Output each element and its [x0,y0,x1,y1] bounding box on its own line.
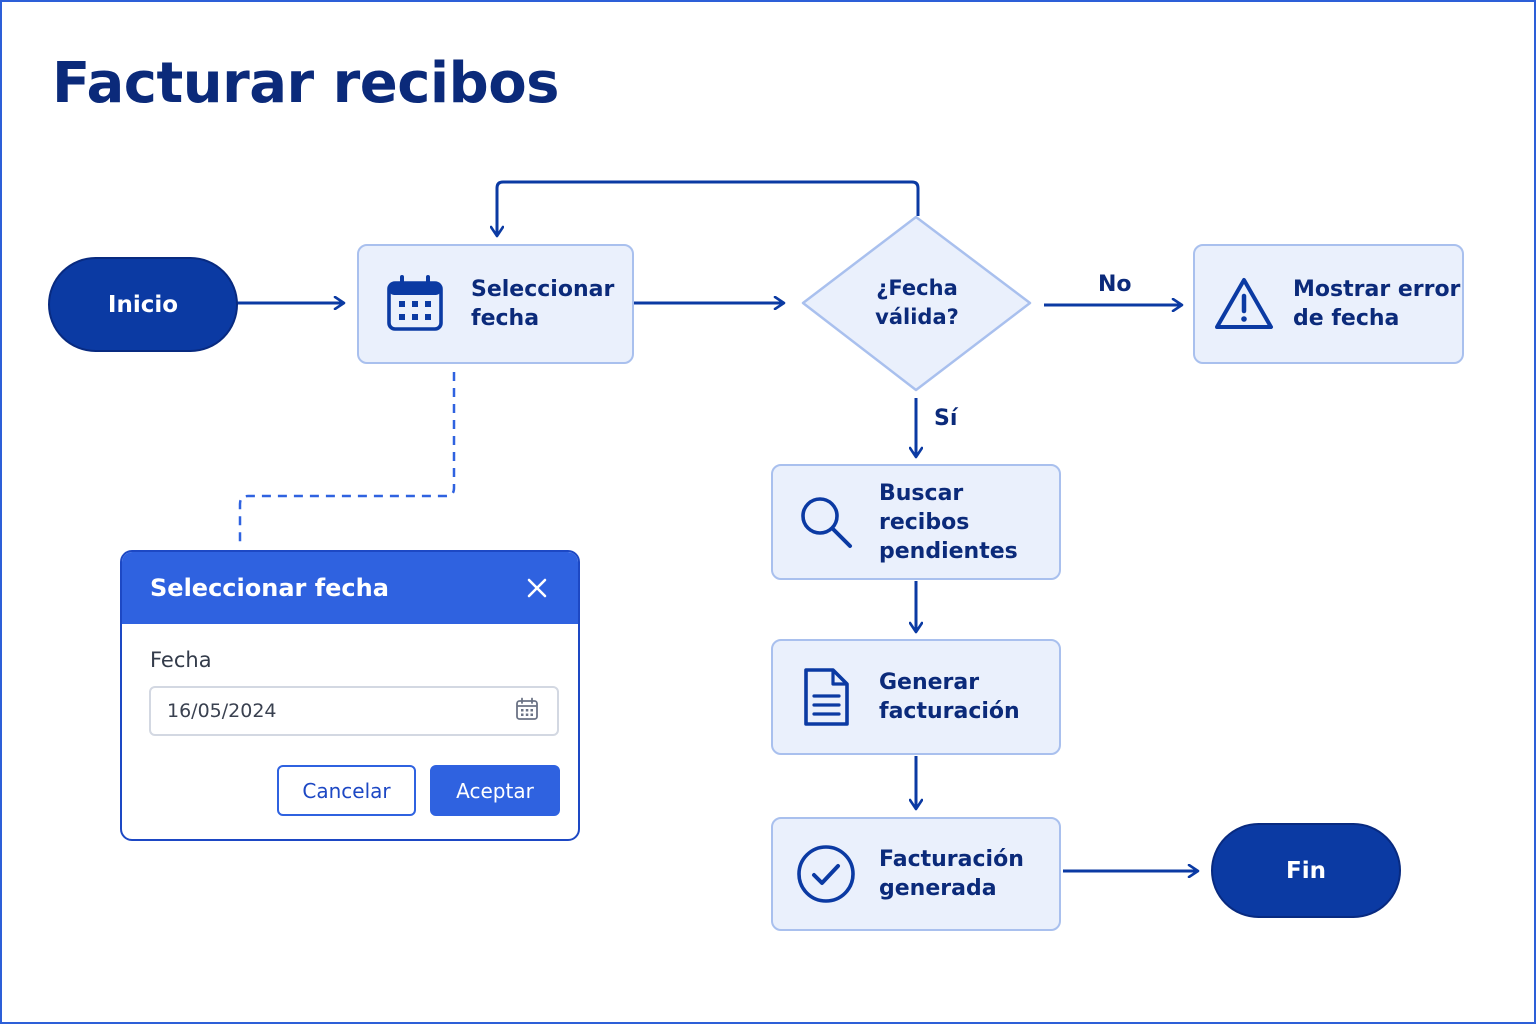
show-error-node: Mostrar error de fecha [1193,244,1464,364]
accept-button[interactable]: Aceptar [430,765,560,816]
document-icon [773,666,879,728]
generate-invoice-node: Generar facturación [771,639,1061,755]
warning-icon [1195,276,1293,332]
edge-label-si: Sí [934,406,958,431]
end-node-label: Fin [1286,857,1326,884]
cancel-button[interactable]: Cancelar [277,765,416,816]
dialog-header: Seleccionar fecha [122,552,578,624]
show-error-node-label: Mostrar error de fecha [1293,277,1461,331]
select-date-node: Seleccionar fecha [357,244,634,364]
date-dialog: Seleccionar fecha Fecha [120,550,580,841]
search-icon [773,493,879,551]
invoice-generated-node-label: Facturación generada [879,847,1024,901]
date-input[interactable] [167,700,467,722]
page-title: Facturar recibos [52,51,560,116]
generate-invoice-node-label: Generar facturación [879,670,1020,724]
edge-loop-back [497,180,920,236]
search-receipts-node-label: Buscar recibos pendientes [879,480,1018,564]
decision-diamond [801,215,1032,392]
search-receipts-node: Buscar recibos pendientes [771,464,1061,580]
date-field-label: Fecha [150,648,212,672]
select-date-node-label: Seleccionar fecha [471,277,615,331]
calendar-icon [359,274,471,334]
start-node: Inicio [48,257,238,352]
invoice-generated-node: Facturación generada [771,817,1061,931]
dialog-title: Seleccionar fecha [150,574,389,602]
check-circle-icon [773,843,879,905]
decision-node-label: ¿Fecha válida? [875,276,959,329]
edge-dialog-connector [238,372,456,546]
date-field[interactable] [149,686,559,736]
calendar-icon[interactable] [515,697,539,725]
close-icon[interactable] [526,577,548,599]
end-node: Fin [1211,823,1401,918]
edge-label-no: No [1098,272,1132,297]
close-button[interactable] [524,575,550,601]
start-node-label: Inicio [107,291,179,318]
